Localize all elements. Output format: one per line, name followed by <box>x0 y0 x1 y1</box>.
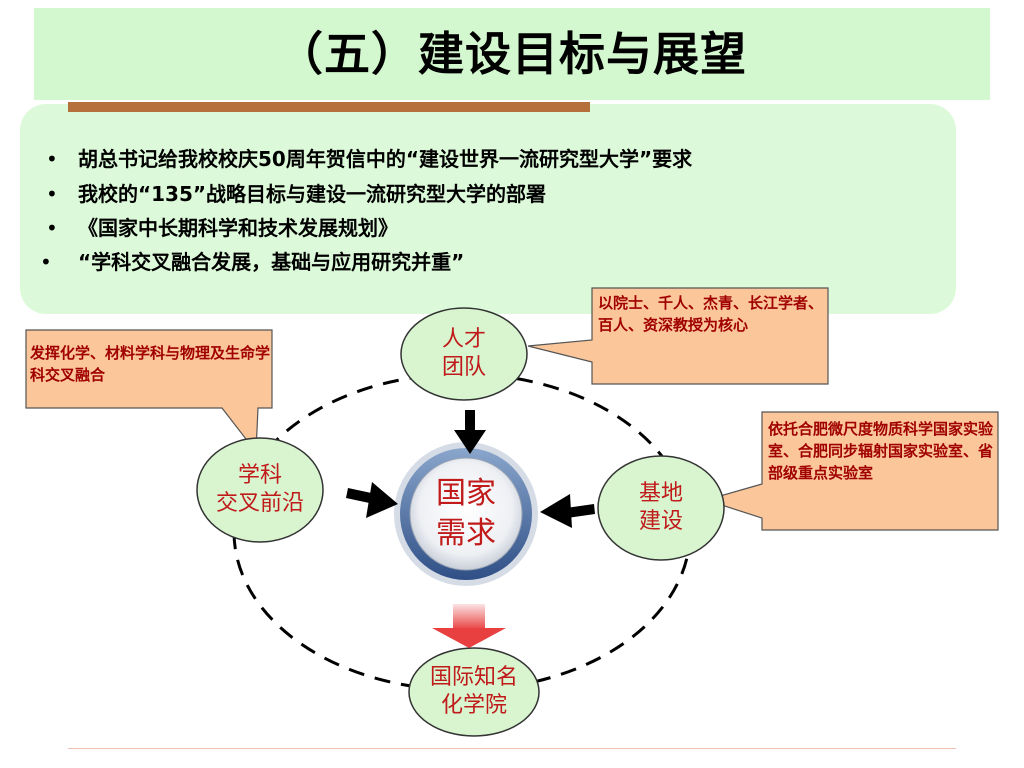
bullet-marker: • <box>46 216 58 240</box>
center-circle <box>409 457 523 571</box>
node-right: 基地 建设 <box>598 480 724 536</box>
footer-divider <box>68 748 956 749</box>
center-node: 国家 需求 <box>416 474 516 554</box>
callout-top-right: 以院士、千人、杰青、长江学者、百人、资深教授为核心 <box>598 294 824 334</box>
title-bar <box>34 8 990 100</box>
callout-left: 发挥化学、材料学科与物理及生命学科交叉融合 <box>30 344 271 384</box>
bullet-item: • 《国家中长期科学和技术发展规划》 <box>46 212 398 241</box>
arrow-down-gradient-icon <box>432 604 506 648</box>
bullet-panel <box>20 104 956 314</box>
arrow-right-icon <box>346 482 398 518</box>
center-line1: 国家 <box>436 476 496 511</box>
callout-right: 依托合肥微尺度物质科学国家实验室、合肥同步辐射国家实验室、省部级重点实验室 <box>768 420 994 482</box>
bullet-marker: • <box>46 182 58 206</box>
bullet-item: • “学科交叉融合发展，基础与应用研究并重” <box>40 246 464 275</box>
bullet-marker: • <box>40 250 52 274</box>
node-left-circle <box>196 437 324 543</box>
center-line2: 需求 <box>436 516 496 551</box>
bullet-item: • 胡总书记给我校校庆50周年贺信中的“建设世界一流研究型大学”要求 <box>46 143 692 172</box>
node-top-line2: 团队 <box>441 355 486 380</box>
node-left-line2: 交叉前沿 <box>215 491 304 516</box>
node-bottom-line2: 化学院 <box>440 693 507 718</box>
node-left-line1: 学科 <box>237 463 282 488</box>
node-right-line2: 建设 <box>638 509 683 534</box>
node-bottom-line1: 国际知名 <box>429 665 518 690</box>
node-top: 人才 团队 <box>401 326 527 382</box>
node-top-circle <box>400 307 528 401</box>
bullet-text: 胡总书记给我校校庆50周年贺信中的“建设世界一流研究型大学”要求 <box>78 147 693 171</box>
node-right-circle <box>597 455 725 561</box>
bullet-text: 我校的“135”战略目标与建设一流研究型大学的部署 <box>78 182 547 206</box>
bullet-marker: • <box>46 147 58 171</box>
node-bottom: 国际知名 化学院 <box>409 664 539 720</box>
node-top-line1: 人才 <box>441 327 486 352</box>
arrow-left-icon <box>540 494 595 528</box>
callout-right-box <box>703 411 999 531</box>
arrow-down-icon <box>454 410 486 454</box>
bullet-item: • 我校的“135”战略目标与建设一流研究型大学的部署 <box>46 178 546 207</box>
node-bottom-circle <box>408 647 540 737</box>
bullet-text: “学科交叉融合发展，基础与应用研究并重” <box>78 250 465 274</box>
callout-left-box <box>25 329 273 454</box>
bullet-text: 《国家中长期科学和技术发展规划》 <box>78 216 398 240</box>
node-left: 学科 交叉前沿 <box>197 462 323 518</box>
accent-line <box>68 102 590 112</box>
callout-top-right-box <box>527 287 829 385</box>
page-title: （五）建设目标与展望 <box>277 27 747 81</box>
node-right-line1: 基地 <box>638 481 683 506</box>
